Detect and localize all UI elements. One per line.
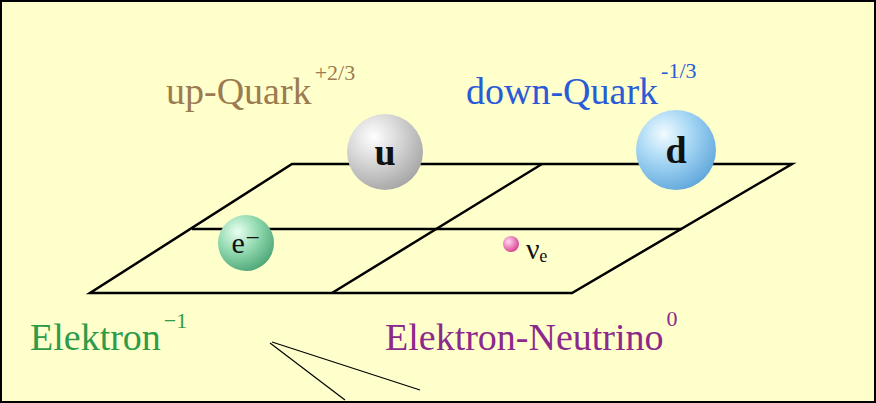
- charge-value: 0: [667, 308, 678, 330]
- particle-symbol: νₑ: [524, 234, 549, 264]
- particle-name: up-Quark: [166, 72, 312, 110]
- particle-symbol: e⁻: [231, 228, 260, 258]
- charge-value: −1: [164, 310, 187, 332]
- particle-name: Elektron-Neutrino: [385, 318, 664, 356]
- particle-symbol: d: [665, 131, 686, 169]
- charge-value: +2/3: [315, 62, 356, 84]
- electron-sphere: e⁻: [218, 215, 274, 271]
- particle-name: down-Quark: [466, 72, 658, 110]
- down-quark-sphere: d: [636, 110, 716, 190]
- particle-symbol: u: [374, 133, 395, 171]
- charge-value: -1/3: [661, 60, 696, 82]
- neutrino-dot: [503, 236, 519, 252]
- up-quark-sphere: u: [347, 114, 423, 190]
- particle-name: Elektron: [30, 318, 161, 356]
